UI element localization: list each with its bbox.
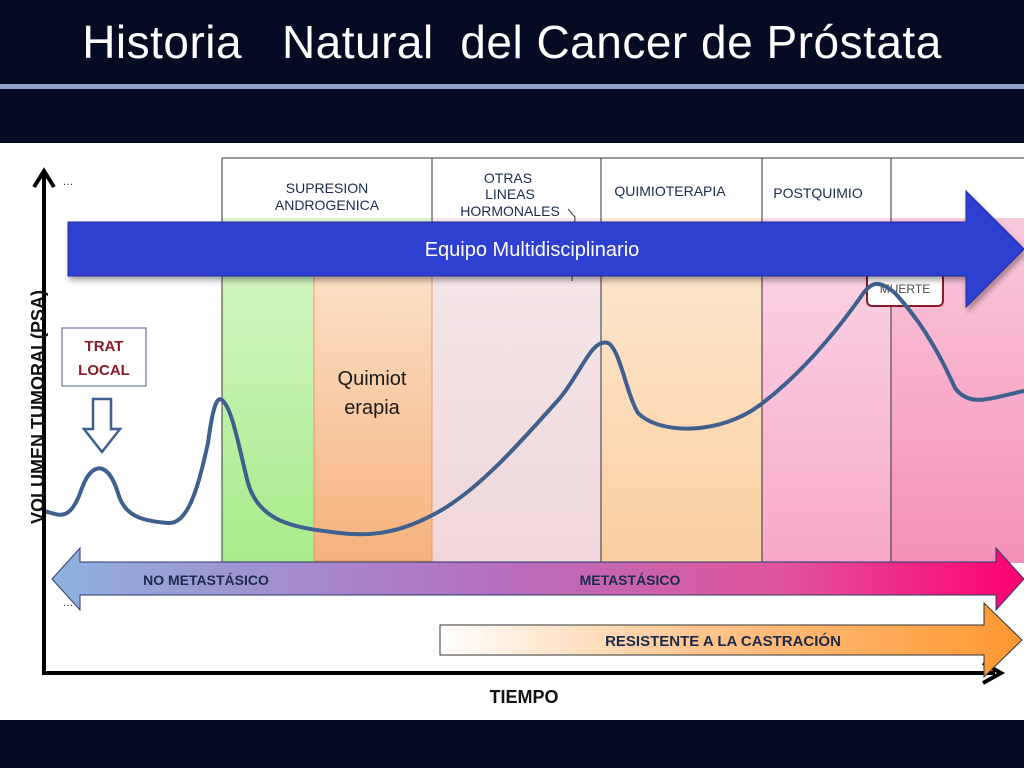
phase-header-strip	[222, 158, 1024, 218]
phase-label-otras-3: HORMONALES	[460, 203, 560, 219]
quimioterapia-zone	[601, 158, 762, 563]
diagram-panel: SUPRESION ANDROGENICA OTRAS LINEAS HORMO…	[0, 143, 1024, 720]
title-divider	[0, 84, 1024, 89]
slide-title: Historia Natural del Cancer de Próstata	[82, 16, 942, 68]
metastasis-band	[51, 546, 1024, 612]
final-zone	[891, 158, 1024, 563]
y-axis-label: VOLUMEN TUMORAL(PSA)	[28, 290, 48, 524]
quimio-box-text-1: Quimiot	[338, 368, 407, 390]
quimio-box-text-2: erapia	[344, 397, 400, 419]
team-arrow-label: Equipo Multidisciplinario	[425, 239, 640, 261]
band-label-no-metastasico: NO METASTÁSICO	[143, 572, 269, 588]
trat-local-text-1: TRAT	[85, 338, 124, 355]
ellipsis-bottom: …	[63, 597, 74, 609]
resistente-label: RESISTENTE A LA CASTRACIÓN	[605, 632, 841, 650]
x-axis-label: TIEMPO	[489, 687, 558, 707]
trat-local-down-arrow-icon	[81, 397, 123, 455]
trat-local-box	[61, 327, 147, 387]
resistente-arrow	[439, 601, 1023, 679]
phase-label-postquimio: POSTQUIMIO	[773, 185, 863, 201]
axes	[32, 167, 1006, 685]
band-label-metastasico: METASTÁSICO	[580, 572, 681, 588]
quimioterapia-box	[313, 272, 433, 562]
psa-curve	[42, 281, 1024, 537]
postquimio-zone	[762, 158, 891, 563]
natural-history-diagram: SUPRESION ANDROGENICA OTRAS LINEAS HORMO…	[28, 157, 1024, 707]
team-arrow	[67, 189, 1024, 309]
trat-local-text-2: LOCAL	[78, 362, 130, 379]
phase-label-supresion-1: SUPRESION	[286, 180, 368, 196]
phase-label-supresion-2: ANDROGENICA	[275, 197, 380, 213]
ellipsis-top: …	[63, 176, 74, 188]
phase-label-otras-2: LINEAS	[485, 186, 535, 202]
phase-label-quimioterapia: QUIMIOTERAPIA	[614, 183, 726, 199]
phase-label-otras-1: OTRAS	[484, 170, 532, 186]
